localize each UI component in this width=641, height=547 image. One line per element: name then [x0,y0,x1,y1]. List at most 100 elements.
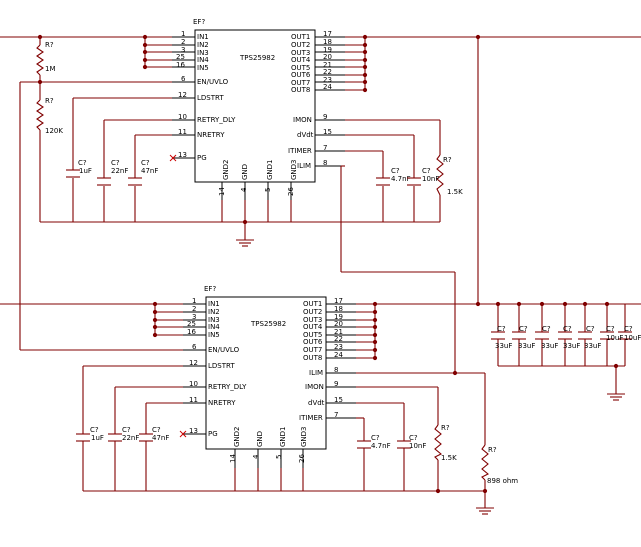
resistor-imon-top[interactable] [436,154,444,196]
pin-num: 12 [189,359,198,367]
pin-num: 20 [323,53,332,61]
pin-num: 21 [334,328,343,336]
c-ref: C? [542,325,551,333]
pin-name: OUT8 [291,86,310,94]
c-ref: C? [371,434,380,442]
c-val: 10uF [606,334,623,342]
capacitor[interactable] [108,433,122,442]
pin-num: 15 [323,128,332,136]
capacitor[interactable] [128,177,142,186]
top-resistors: R? 1M R? 120K R? 1.5K [36,41,463,196]
pin-num: 19 [334,313,343,321]
capacitor[interactable] [618,331,632,340]
pin-name: ILIM [297,162,311,170]
c-ref: C? [497,325,506,333]
capacitor[interactable] [357,440,371,449]
pin-name: ITIMER [288,147,312,155]
pin-num: 7 [323,144,327,152]
chip-bottom-body[interactable] [205,296,327,450]
pin-num: 11 [178,128,187,136]
resistor-imon-bottom[interactable] [434,424,442,461]
r-imon1-val: 1.5K [447,188,463,196]
capacitor[interactable] [558,331,572,340]
capacitor[interactable] [491,331,505,340]
pin-name: OUT5 [303,331,322,339]
r-imon2-val: 1.5K [441,454,457,462]
pin-num: 23 [323,76,332,84]
c-val: 4.7nF [371,442,391,450]
pin-name: ITIMER [299,414,323,422]
capacitor[interactable] [397,440,411,449]
pin-num: 24 [323,83,332,91]
pin-name: IN4 [197,56,209,64]
capacitor[interactable] [139,433,153,442]
pin-num: 10 [189,380,198,388]
pin-num: 18 [323,38,332,46]
chip-top-ref: EF? [193,18,205,26]
pin-num: 1 [181,30,185,38]
pin-num: 8 [334,366,338,374]
pin-num: 25 [187,320,196,328]
pin-num: 2 [192,305,196,313]
c-val: 33uF [541,342,558,350]
c-val: 10nF [422,175,439,183]
pin-num: 4 [252,454,260,459]
c-ref: C? [409,434,418,442]
capacitor[interactable] [76,433,90,442]
capacitor[interactable] [407,177,421,186]
c-ref: C? [141,159,150,167]
pin-name: OUT3 [303,316,322,324]
pin-name: EN/UVLO [197,78,229,86]
c-val: 33uF [495,342,512,350]
c-ref: C? [519,325,528,333]
ground-icon [236,239,254,247]
pin-num: 7 [334,411,338,419]
resistor-1m[interactable] [36,44,44,76]
pin-name: GND1 [279,426,287,447]
capacitor[interactable] [578,331,592,340]
pin-num: 26 [298,454,306,463]
capacitor[interactable] [97,177,111,186]
c-val: 10uF [624,334,641,342]
r-uvlo-ref: R? [45,97,54,105]
output-capacitors: C? 33uF C? 33uF C? 33uF C? 33uF C? 33uF … [491,325,641,350]
chip-bottom-part: TPS25982 [250,320,286,328]
capacitor[interactable] [376,177,390,186]
chip-top-body[interactable] [194,29,316,183]
pin-name: GND [241,164,249,180]
pin-num: 11 [189,396,198,404]
c-val: 1uF [91,434,104,442]
pin-name: IN4 [208,323,220,331]
c-ref: C? [122,426,131,434]
resistor-120k[interactable] [36,99,44,131]
top-capacitors: C? 1uF C? 22nF C? 47nF C? 4.7nF C? 10nF [66,159,439,186]
capacitor[interactable] [535,331,549,340]
pin-name: IMON [305,383,324,391]
c-val: 33uF [584,342,601,350]
pin-name: EN/UVLO [208,346,240,354]
pin-name: OUT2 [291,41,310,49]
chip-top-part: TPS25982 [239,54,275,62]
pin-name: NRETRY [208,399,236,407]
capacitor[interactable] [512,331,526,340]
pin-name: IN3 [208,316,220,324]
pin-num: 10 [178,113,187,121]
capacitor[interactable] [600,331,614,340]
pin-name: IN2 [208,308,220,316]
pin-name: OUT1 [291,33,310,41]
capacitor[interactable] [66,169,80,178]
r-imon2-ref: R? [441,424,450,432]
resistor-ilim[interactable] [481,444,489,481]
c-val: 47nF [152,434,169,442]
pin-num: 23 [334,343,343,351]
pin-num: 12 [178,91,187,99]
pin-name: IN1 [208,300,220,308]
pin-num: 24 [334,351,343,359]
r-imon1-ref: R? [443,156,452,164]
pin-name: GND1 [266,159,274,180]
pin-num: 15 [334,396,343,404]
pin-num: 16 [176,61,185,69]
pin-num: 25 [176,53,185,61]
pin-name: IN5 [208,331,220,339]
c-ref: C? [391,167,400,175]
